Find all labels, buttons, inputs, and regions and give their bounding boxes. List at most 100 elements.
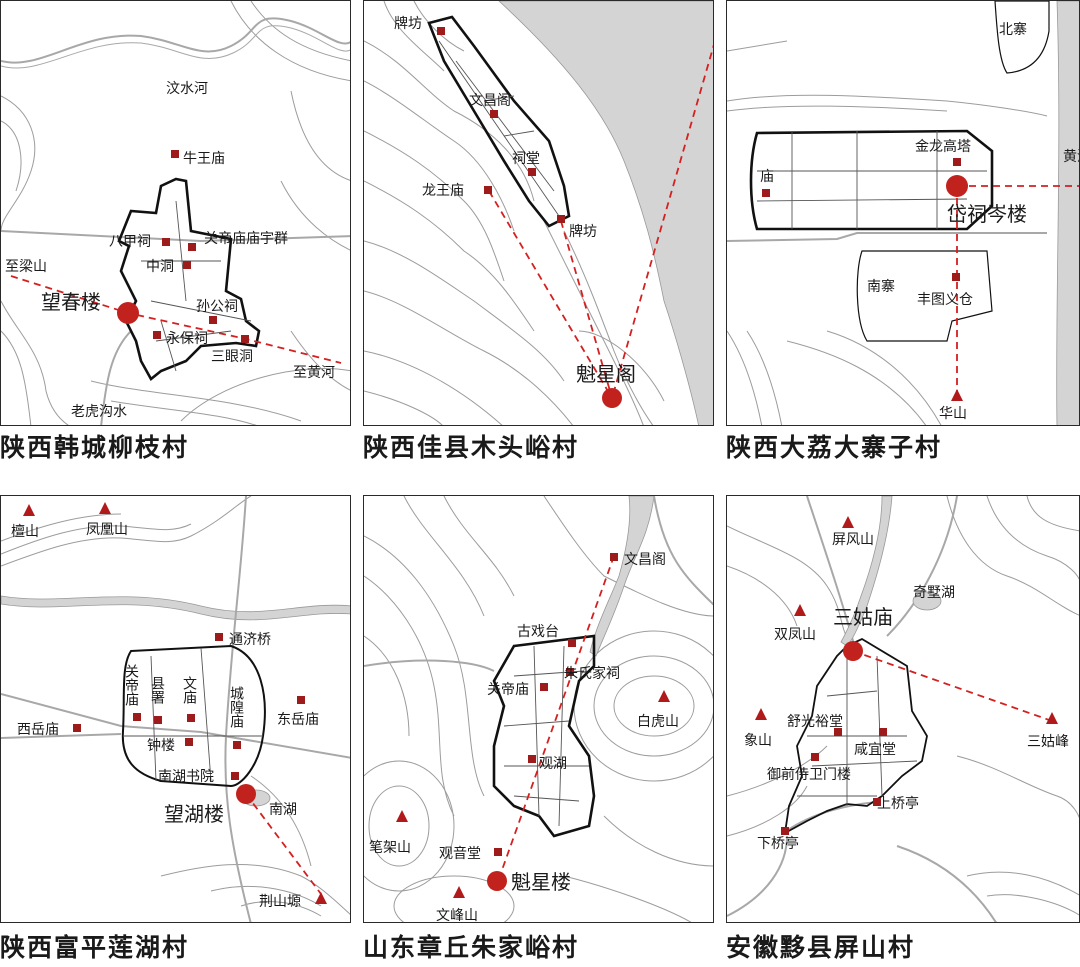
north-village-outline bbox=[994, 1, 1050, 74]
panel-caption: 陕西大荔大寨子村 bbox=[726, 433, 943, 462]
peak-label: 檀山 bbox=[11, 523, 39, 540]
lake-qishu bbox=[912, 591, 942, 611]
landmark-label: 御前侍卫门楼 bbox=[767, 766, 851, 783]
landmark-label: 西岳庙 bbox=[17, 722, 59, 738]
landmark-marker bbox=[297, 696, 305, 704]
focal-label: 岱祠岑楼 bbox=[947, 202, 1027, 226]
view-axis-line bbox=[611, 44, 713, 399]
landmark-label: 通济桥 bbox=[229, 632, 271, 648]
mountain-peak-marker bbox=[315, 892, 327, 904]
direction-label: 至黄河 bbox=[293, 364, 335, 381]
landmark-marker bbox=[162, 238, 170, 246]
map-panel-pingshan: 屏风山 双凤山 象山 三姑峰 奇墅湖 舒光裕堂 咸宜堂 御前侍卫门楼 上桥亭 下… bbox=[726, 495, 1080, 923]
focal-point-marker bbox=[487, 871, 507, 891]
landmark-marker bbox=[873, 798, 881, 806]
landmark-label: 牌坊 bbox=[394, 15, 422, 32]
contour-lines bbox=[364, 496, 713, 922]
focal-point-marker bbox=[602, 388, 622, 408]
focal-label: 望春楼 bbox=[41, 290, 101, 314]
peak-label: 凤凰山 bbox=[86, 522, 128, 538]
landmark-label: 观音堂 bbox=[439, 845, 481, 862]
place-label: 南寨 bbox=[867, 278, 895, 295]
landmark-label: 关帝庙庙宇群 bbox=[204, 231, 288, 247]
focal-label: 望湖楼 bbox=[164, 802, 224, 826]
landmark-marker bbox=[188, 243, 196, 251]
landmark-marker bbox=[540, 683, 548, 691]
landmark-marker bbox=[834, 728, 842, 736]
focal-point-marker bbox=[843, 641, 863, 661]
mountain-peak-marker bbox=[396, 810, 408, 822]
landmark-label: 牛王庙 bbox=[183, 151, 225, 167]
map-panel-liuzhi: 汶水河 老虎沟水 至梁山 至黄河 牛王庙 八甲祠 关帝庙庙宇群 中洞 孙公祠 永… bbox=[0, 0, 351, 426]
mountain-peak-marker bbox=[658, 690, 670, 702]
landmark-label: 牌坊 bbox=[569, 223, 597, 240]
village-outline bbox=[492, 634, 596, 838]
landmark-label: 咸宜堂 bbox=[854, 742, 896, 758]
contour-lines bbox=[727, 496, 1079, 916]
landmark-label: 丰图义仓 bbox=[917, 292, 973, 308]
stream-water bbox=[589, 496, 655, 657]
landmark-label: 金龙高塔 bbox=[915, 138, 971, 155]
landmark-marker bbox=[153, 331, 161, 339]
mountain-peak-marker bbox=[23, 504, 35, 516]
map-panel-lianhu: 檀山 凤凰山 荆山塬 南湖 通济桥 关帝庙 县署 文庙 城隍庙 东岳庙 西岳庙 … bbox=[0, 495, 351, 923]
contour-lines bbox=[727, 40, 1048, 425]
landmark-marker bbox=[233, 741, 241, 749]
panel-caption: 陕西富平莲湖村 bbox=[0, 933, 190, 962]
view-axis-line bbox=[560, 220, 613, 399]
village-outline bbox=[427, 15, 571, 228]
lake-label: 奇墅湖 bbox=[913, 584, 955, 601]
landmark-marker bbox=[133, 713, 141, 721]
contour-lines bbox=[1, 496, 350, 917]
contour-lines bbox=[364, 1, 665, 425]
village-outline bbox=[783, 637, 928, 835]
peak-label: 三姑峰 bbox=[1027, 734, 1069, 750]
landmark-label: 文庙 bbox=[181, 676, 197, 704]
lake-label: 南湖 bbox=[269, 802, 297, 818]
landmark-marker bbox=[490, 110, 498, 118]
contour-lines bbox=[1, 1, 350, 425]
landmark-label: 孙公祠 bbox=[196, 299, 238, 315]
landmark-marker bbox=[437, 27, 445, 35]
landmark-marker bbox=[484, 186, 492, 194]
view-axis-line bbox=[10, 275, 342, 364]
focal-point-marker bbox=[236, 784, 256, 804]
landmark-label: 庙 bbox=[760, 169, 774, 185]
place-label: 北寨 bbox=[999, 21, 1027, 38]
peak-label: 白虎山 bbox=[637, 714, 679, 730]
landmark-marker bbox=[209, 316, 217, 324]
landmark-label: 中洞 bbox=[146, 259, 174, 275]
landmark-marker bbox=[183, 261, 191, 269]
river-water bbox=[1, 595, 350, 621]
landmark-label: 观湖 bbox=[539, 756, 567, 772]
view-axis-line bbox=[245, 793, 322, 895]
landmark-marker bbox=[953, 158, 961, 166]
landmark-label: 关帝庙 bbox=[487, 682, 529, 698]
landmark-marker bbox=[811, 753, 819, 761]
peak-label: 笔架山 bbox=[369, 840, 411, 856]
landmark-label: 县署 bbox=[149, 676, 165, 704]
panel-caption: 陕西佳县木头峪村 bbox=[363, 433, 580, 462]
landmark-label: 永保祠 bbox=[166, 331, 208, 347]
landmark-marker bbox=[952, 273, 960, 281]
village-outline bbox=[117, 177, 261, 381]
panel-caption: 山东章丘朱家峪村 bbox=[363, 933, 580, 962]
river-label: 老虎沟水 bbox=[71, 404, 127, 420]
landmark-label: 上桥亭 bbox=[877, 795, 919, 812]
landmark-marker bbox=[187, 714, 195, 722]
view-axis-line bbox=[488, 190, 613, 399]
landmark-label: 钟楼 bbox=[147, 737, 175, 754]
village-outline bbox=[749, 129, 994, 231]
village-outline bbox=[121, 644, 266, 788]
river-huanghe bbox=[1056, 1, 1079, 425]
landmark-marker bbox=[528, 168, 536, 176]
river-water bbox=[498, 1, 713, 425]
landmark-marker bbox=[568, 639, 576, 647]
river-label: 黄河 bbox=[1063, 148, 1080, 165]
peak-label: 象山 bbox=[744, 733, 772, 749]
landmark-marker bbox=[185, 738, 193, 746]
landmark-marker bbox=[781, 827, 789, 835]
focal-label: 魁星楼 bbox=[511, 870, 571, 894]
landmark-label: 八甲祠 bbox=[109, 234, 151, 250]
landmark-label: 南湖书院 bbox=[158, 769, 214, 785]
